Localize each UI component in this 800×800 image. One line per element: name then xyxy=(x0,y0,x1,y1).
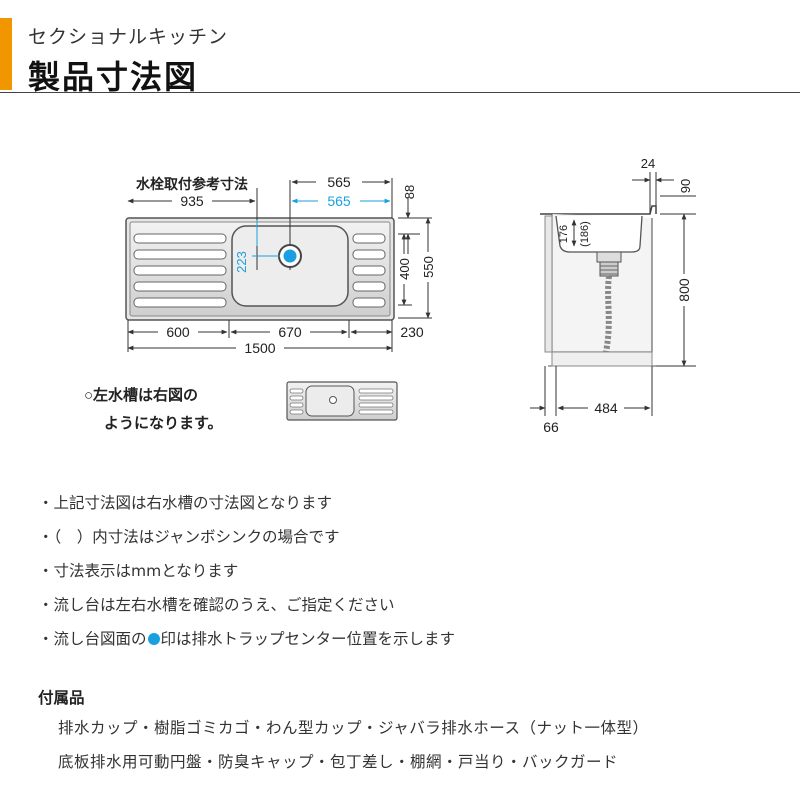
drain-center-marker xyxy=(278,244,302,268)
note-item: ・上記寸法図は右水槽の寸法図となります xyxy=(38,494,333,512)
dim-400: 400 xyxy=(397,258,412,280)
dim-800: 800 xyxy=(676,278,692,302)
dim-90: 90 xyxy=(678,179,693,193)
note-text-pre: ・流し台図面の xyxy=(38,630,147,648)
header-divider xyxy=(0,92,800,93)
accessories-line-1: 排水カップ・樹脂ゴミカゴ・わん型カップ・ジャバラ排水ホース（ナット一体型） xyxy=(58,719,649,737)
dimension-diagram: 水栓取付参考寸法 565 935 565 88 400 550 223 600 … xyxy=(84,156,696,435)
dim-565-top: 565 xyxy=(327,174,351,190)
note-item: ・寸法表示はmmとなります xyxy=(38,562,239,580)
note-item: ・（ ）内寸法はジャンボシンクの場合です xyxy=(38,528,340,546)
dim-230: 230 xyxy=(400,324,424,340)
dim-565-blue: 565 xyxy=(327,193,351,209)
dim-223: 223 xyxy=(234,251,249,273)
dim-670: 670 xyxy=(278,324,302,340)
dim-186: (186) xyxy=(579,221,591,247)
left-sink-note-line-2: ようになります。 xyxy=(104,415,223,432)
left-sink-thumbnail xyxy=(286,381,398,421)
dim-550: 550 xyxy=(421,256,436,278)
accent-bar xyxy=(0,18,12,90)
page-subtitle: セクショナルキッチン xyxy=(28,26,229,48)
left-sink-note-line-1: ○左水槽は右図の xyxy=(84,386,198,404)
dim-66: 66 xyxy=(543,419,559,435)
notes-list: ・上記寸法図は右水槽の寸法図となります ・（ ）内寸法はジャンボシンクの場合です… xyxy=(38,486,455,656)
header: セクショナルキッチン 製品寸法図 xyxy=(0,0,800,96)
accessories-heading: 付属品 xyxy=(38,689,85,707)
note-text-post: 印は排水トラップセンター位置を示します xyxy=(160,630,456,648)
dim-484: 484 xyxy=(594,400,618,416)
dim-88: 88 xyxy=(402,185,417,199)
page-title: 製品寸法図 xyxy=(28,58,199,96)
accessories-line-2: 底板排水用可動円盤・防臭キャップ・包丁差し・棚網・戸当り・バックガード xyxy=(58,753,619,771)
dim-1500: 1500 xyxy=(244,340,275,356)
faucet-reference-label: 水栓取付参考寸法 xyxy=(136,176,248,192)
dim-176: 176 xyxy=(558,225,570,243)
dim-24: 24 xyxy=(641,156,655,171)
dim-935: 935 xyxy=(180,193,204,209)
counter-top-view xyxy=(125,180,395,321)
note-item: ・流し台図面の印は排水トラップセンター位置を示します xyxy=(38,622,455,656)
note-item: ・流し台は左右水槽を確認のうえ、ご指定ください xyxy=(38,596,395,614)
side-section-view xyxy=(540,205,658,367)
dim-600: 600 xyxy=(166,324,190,340)
blue-dot-icon xyxy=(147,633,160,645)
